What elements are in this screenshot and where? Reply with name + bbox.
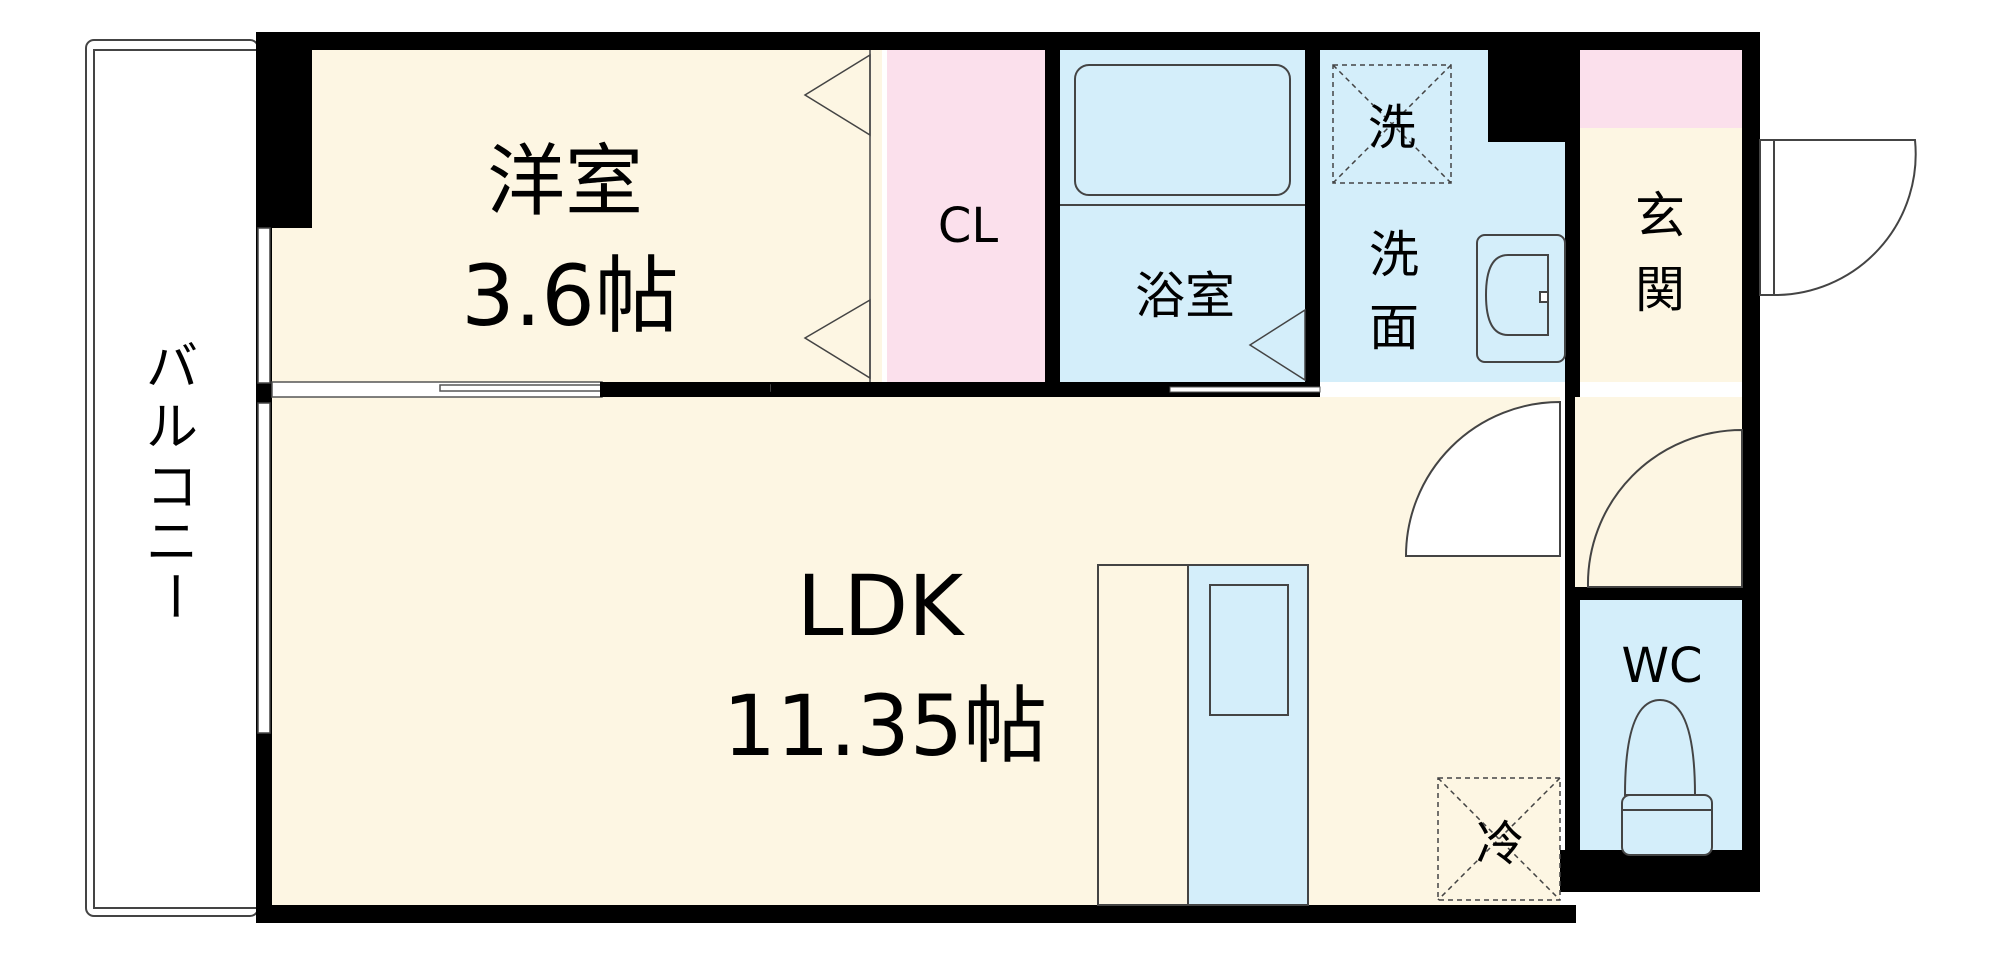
entrance-shoebox (1580, 50, 1742, 128)
washer-space (1332, 64, 1452, 184)
door-swings (1404, 139, 1917, 588)
balcony-char: ー (143, 570, 203, 622)
bath-label: 浴室 (1135, 267, 1235, 325)
washer-label: 洗 (1368, 100, 1416, 156)
balcony-char: コ (146, 458, 198, 518)
balcony-char: バ (146, 338, 198, 398)
window (257, 227, 271, 734)
balcony-char: ニ (146, 513, 198, 573)
bath-door (1248, 308, 1306, 382)
closet-floor (887, 50, 1045, 382)
fridge-label: 冷 (1476, 816, 1524, 872)
kitchen-counter (1097, 564, 1309, 906)
toilet-fixture (1621, 698, 1713, 856)
western-room-name: 洋室 (487, 137, 643, 227)
balcony-label: バ ル コ ニ ー (143, 338, 203, 622)
closet-label: CL (938, 198, 999, 254)
ldk-size: 11.35帖 (723, 677, 1047, 775)
ldk-name: LDK (797, 557, 965, 655)
entrance-label-2: 関 (1635, 261, 1685, 319)
toilet-label: WC (1622, 638, 1703, 694)
bathtub (1074, 64, 1291, 196)
washroom-label-1: 洗 (1369, 226, 1419, 284)
fridge-space (1437, 777, 1561, 901)
ldk-floor (272, 397, 1560, 905)
closet-door (803, 50, 871, 382)
western-room-size: 3.6帖 (461, 247, 679, 345)
wash-basin (1476, 234, 1566, 363)
sliding-door (271, 381, 1321, 398)
entrance-label-1: 玄 (1635, 187, 1685, 245)
washroom-label-2: 面 (1369, 299, 1419, 357)
western-room-floor (272, 50, 882, 382)
balcony-char: ル (146, 398, 198, 458)
